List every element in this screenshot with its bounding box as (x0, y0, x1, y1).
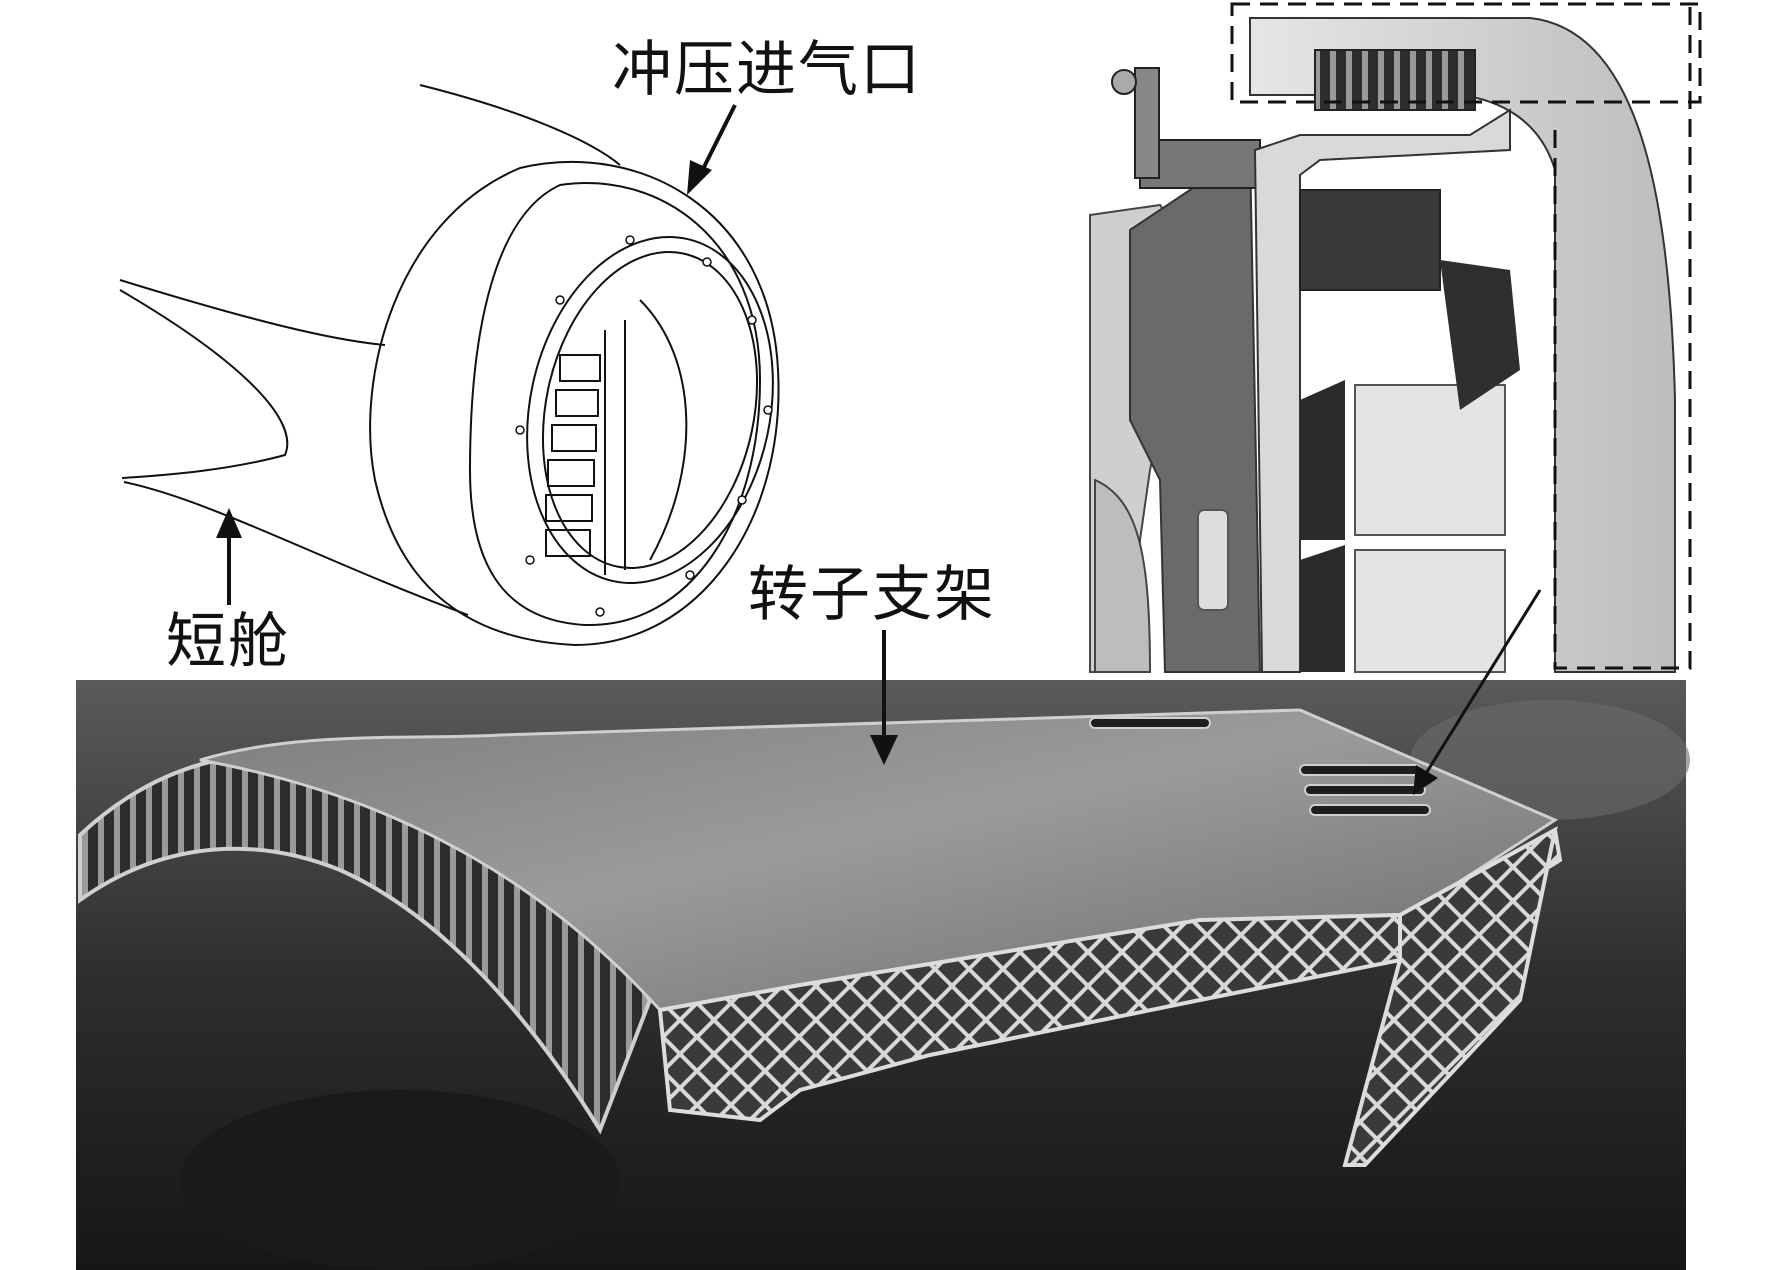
section-link-arrow (1423, 589, 1542, 776)
generator-block-top (1354, 384, 1506, 536)
inlet-opening-ring (526, 236, 774, 584)
nacelle-pointer-arrowhead (216, 508, 242, 538)
inlet-cowl-outer (369, 160, 780, 647)
outer-casing (1249, 17, 1676, 673)
shaft-nut (1111, 69, 1137, 95)
cooling-slots (1089, 717, 1431, 816)
short-nacelle-label: 短舱 (166, 607, 290, 677)
ram-air-inlet-label: 冲压进气口 (612, 35, 922, 105)
compressor-channel (1253, 108, 1511, 673)
inlet-cowl-front-rim (468, 182, 762, 627)
inlet-pointer-arrow (698, 104, 737, 176)
nacelle-outline (119, 84, 621, 616)
rotor-support-section (1300, 380, 1345, 672)
detail-box-inlet (1230, 2, 1702, 104)
shaft-post (1134, 67, 1160, 179)
rotor-block (1299, 189, 1441, 291)
engine-cross-section-render (1089, 0, 1702, 673)
flange-bolts (515, 235, 773, 617)
rotor-support-label: 转子支架 (748, 560, 996, 630)
rotor-support-photo (76, 589, 1690, 1270)
section-link-arrowhead (1413, 765, 1438, 795)
inlet-guide-vanes (545, 299, 688, 575)
generator-block-bottom (1354, 549, 1506, 673)
rotor-support-pointer-arrowhead (870, 735, 898, 765)
inlet-cell-row (1314, 49, 1476, 111)
ram-air-inlet-line-drawing (119, 84, 780, 647)
duct-wedge (1440, 260, 1520, 410)
photo-background-shape (180, 1090, 620, 1270)
inlet-opening-inner-ring (541, 251, 759, 569)
inlet-pointer-arrowhead (687, 160, 712, 195)
fan-disk (1094, 478, 1152, 673)
support-leg (1342, 826, 1558, 1167)
detail-box-support (1553, 4, 1692, 670)
small-strut (1197, 509, 1229, 611)
